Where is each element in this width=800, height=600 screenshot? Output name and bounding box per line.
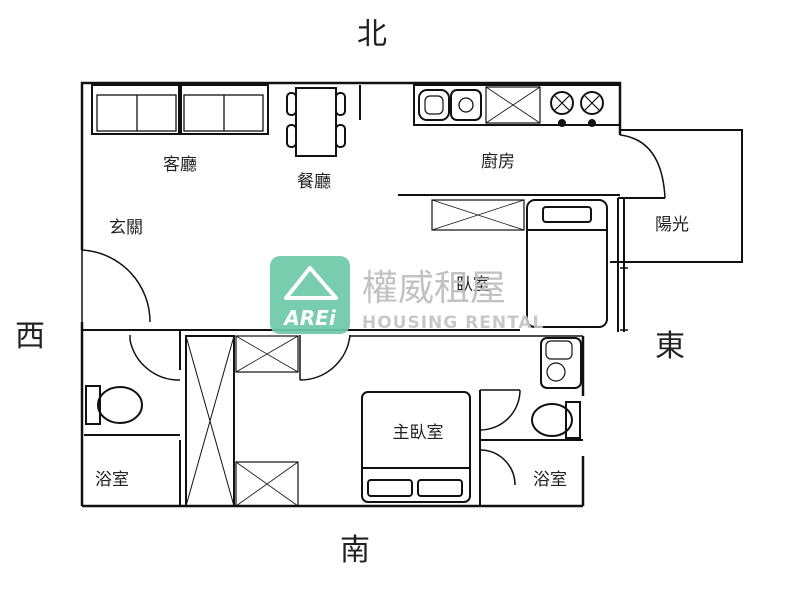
watermark-logo-text: AREi [282, 306, 337, 330]
washbasin [540, 337, 582, 389]
kitchen-counter [413, 84, 621, 127]
toilet-west [85, 385, 143, 425]
compass-east: 東 [655, 329, 685, 364]
sofa-set [91, 84, 269, 135]
label-balcony: 陽光 [655, 215, 689, 235]
label-dining-room: 餐廳 [297, 172, 331, 192]
watermark-company-subtitle: HOUSING RENTAL [362, 313, 544, 333]
house-icon [284, 266, 338, 300]
dining-table [286, 87, 346, 157]
storage-cabinet [431, 199, 525, 231]
label-master-bedroom: 主臥室 [393, 423, 444, 443]
wardrobe [185, 335, 299, 507]
compass-south: 南 [340, 533, 370, 568]
bed-small [526, 199, 608, 328]
label-bedroom: 臥室 [456, 275, 490, 295]
doors [81, 249, 628, 486]
compass-west: 西 [15, 319, 45, 354]
watermark-logo-badge [270, 256, 350, 334]
balcony-walls [610, 129, 743, 263]
label-bathroom-east: 浴室 [533, 470, 567, 490]
label-bathroom-west: 浴室 [95, 470, 129, 490]
outer-walls [80, 81, 625, 508]
label-kitchen: 廚房 [481, 151, 515, 172]
compass-north: 北 [357, 17, 387, 52]
watermark-company-name: 權威租屋 [362, 268, 506, 309]
watermark: AREi 權威租屋 HOUSING RENTAL [270, 256, 544, 334]
toilet-east [531, 401, 581, 439]
label-living-room: 客廳 [163, 155, 197, 175]
label-entrance: 玄關 [109, 218, 143, 238]
interior-walls [82, 85, 620, 506]
bed-master [361, 391, 471, 503]
